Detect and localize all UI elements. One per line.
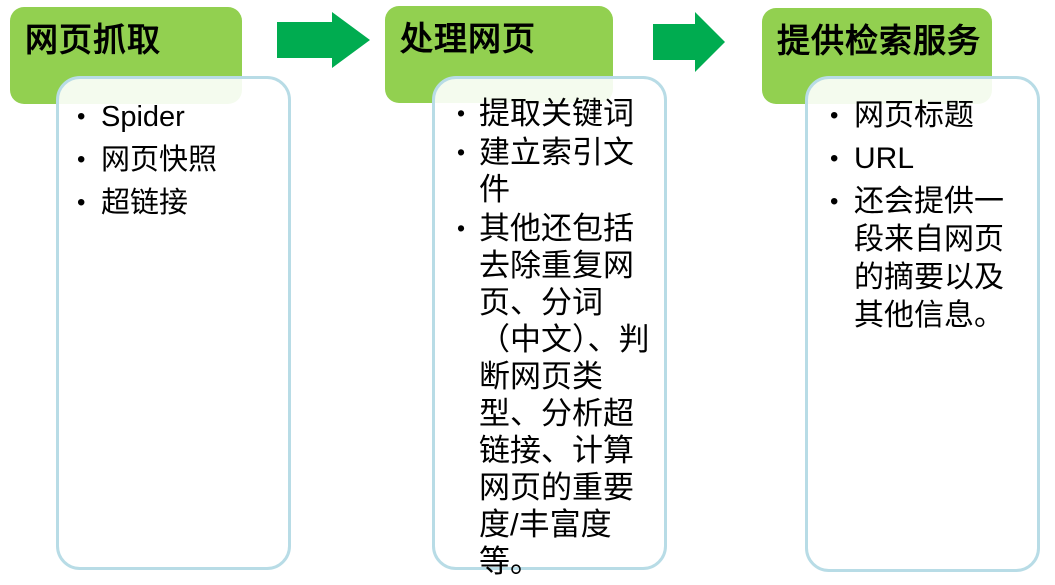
list-item-text: 其他还包括去除重复网页、分词（中文）、判断网页类型、分析超链接、计算网页的重要度… (479, 211, 650, 579)
list-item: • 超链接 (77, 183, 284, 223)
list-item: • Spider (77, 97, 284, 137)
right-arrow-icon (277, 12, 370, 68)
list-item-text: Spider (101, 101, 185, 133)
bullet-icon: • (77, 146, 86, 173)
bullet-icon: • (77, 103, 86, 130)
list-item-text: URL (854, 142, 915, 175)
bullet-icon: • (830, 102, 839, 129)
bullet-icon: • (457, 215, 466, 241)
stage-2-bullet-list: • 提取关键词 • 建立索引文件 • 其他还包括去除重复网页、分词（中文）、判断… (435, 79, 664, 580)
list-item: • 建立索引文件 (457, 134, 660, 208)
list-item-text: 还会提供一段来自网页的摘要以及其他信息。 (854, 185, 1004, 332)
bullet-icon: • (830, 145, 839, 172)
bullet-icon: • (77, 189, 86, 216)
list-item-text: 超链接 (101, 187, 189, 219)
list-item: • URL (830, 140, 1030, 178)
list-item-text: 网页快照 (101, 144, 218, 176)
stage-2-title: 处理网页 (400, 20, 536, 57)
stage-1-bullet-list: • Spider • 网页快照 • 超链接 (59, 79, 288, 223)
stage-2-panel: • 提取关键词 • 建立索引文件 • 其他还包括去除重复网页、分词（中文）、判断… (432, 76, 667, 579)
bullet-icon: • (457, 139, 466, 165)
list-item-text: 提取关键词 (479, 96, 634, 131)
bullet-icon: • (457, 100, 466, 126)
list-item: • 网页标题 (830, 97, 1030, 135)
stage-3-panel: • 网页标题 • URL • 还会提供一段来自网页的摘要以及其他信息。 (805, 76, 1040, 572)
stage-3-bullet-list: • 网页标题 • URL • 还会提供一段来自网页的摘要以及其他信息。 (808, 79, 1037, 335)
stage-3-title: 提供检索服务 (777, 22, 981, 59)
list-item-text: 建立索引文件 (479, 135, 634, 207)
bullet-icon: • (830, 188, 839, 215)
stage-1-panel: • Spider • 网页快照 • 超链接 (56, 76, 291, 570)
right-arrow-icon (653, 12, 725, 72)
list-item: • 网页快照 (77, 140, 284, 180)
list-item-text: 网页标题 (854, 99, 974, 132)
list-item: • 还会提供一段来自网页的摘要以及其他信息。 (830, 183, 1030, 335)
list-item: • 其他还包括去除重复网页、分词（中文）、判断网页类型、分析超链接、计算网页的重… (457, 210, 660, 580)
stage-1-title: 网页抓取 (25, 21, 161, 58)
list-item: • 提取关键词 (457, 95, 660, 132)
